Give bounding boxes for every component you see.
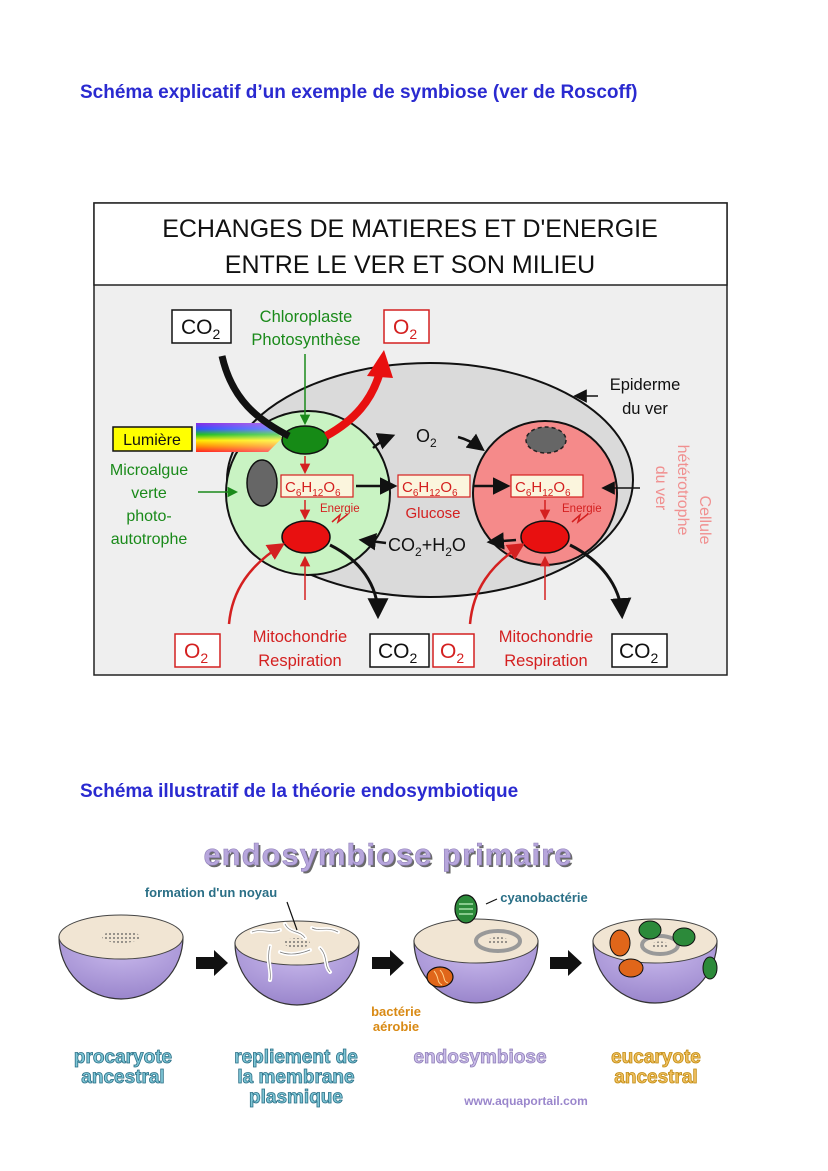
- svg-text:CO2: CO2: [619, 640, 659, 666]
- stage-eucaryote-cell: [592, 918, 718, 1004]
- title-box: [93, 202, 728, 286]
- formation-noyau-pointer: [286, 901, 298, 931]
- stage1-label-1: procaryote: [74, 1047, 172, 1068]
- energie-label-left: Energie: [320, 503, 360, 515]
- microalgue-label-1: Microalgue: [110, 462, 188, 479]
- svg-text:endosymbiose primaire: endosymbiose primaire: [205, 839, 574, 874]
- microalgue-label-3: photo-: [126, 508, 171, 525]
- o2-in-left-arrow: [227, 543, 285, 625]
- co2-box-bottom-left: CO2: [369, 633, 430, 668]
- cyanobacteria: [454, 894, 478, 924]
- svg-text:C6H12O6: C6H12O6: [515, 479, 571, 499]
- stage3-label: endosymbiose: [413, 1047, 546, 1068]
- o2-release-arrow: [324, 370, 384, 440]
- svg-text:CO2: CO2: [181, 316, 221, 342]
- epiderme-label-2: du ver: [622, 400, 668, 418]
- stage-repliement-cell: [234, 920, 360, 1006]
- energy-bolt-left: [331, 512, 349, 525]
- o2-box-bottom-left: O2: [174, 633, 221, 668]
- heterotroph-nucleus: [525, 426, 567, 454]
- epiderme-label-1: Epiderme: [610, 376, 681, 394]
- o2-box-bottom-middle: O2: [432, 633, 475, 668]
- cellule-label: Cellule: [696, 496, 713, 545]
- stage1-label-2: ancestral: [81, 1067, 164, 1088]
- energie-label-right: Energie: [562, 503, 602, 515]
- svg-text:du ver: du ver: [652, 466, 669, 511]
- glucose-label: Glucose: [405, 505, 460, 522]
- stage4-label-2: ancestral: [614, 1067, 697, 1088]
- respiration-label-left: Respiration: [258, 652, 341, 670]
- endosymbiosis-diagram: endosymbiose primaire endosymbiose prima…: [58, 837, 718, 1108]
- microalgue-label-4: autotrophe: [111, 531, 188, 548]
- stage-arrow-3: [550, 950, 582, 976]
- bacterie-label-2: aérobie: [373, 1019, 419, 1034]
- o2-in-right-arrow: [468, 543, 525, 625]
- glucose-box-left: C6H12O6: [280, 474, 354, 499]
- svg-text:O2: O2: [184, 640, 208, 666]
- stage2-label-1: repliement de: [234, 1047, 358, 1068]
- algae-nucleus: [246, 459, 278, 507]
- co2-h2o-label: CO2+H2O: [388, 535, 466, 559]
- cyanobacterie-label: cyanobactérie: [500, 890, 587, 905]
- co2-intake-arrow: [218, 355, 291, 440]
- stage2-label-3: plasmique: [249, 1087, 343, 1108]
- o2-transfer-arrow-b: [457, 433, 485, 452]
- svg-text:O2: O2: [440, 640, 464, 666]
- o2-transfer-arrow-a: [372, 433, 396, 450]
- mitochondria-left: [281, 520, 331, 554]
- stage4-label-1: eucaryote: [611, 1047, 701, 1068]
- endosymbiose-title: endosymbiose primaire: [203, 837, 572, 872]
- svg-text:O2: O2: [393, 316, 417, 342]
- stage2-label-2: la membrane: [237, 1067, 354, 1088]
- symbiose-diagram: ECHANGES DE MATIERES ET D'ENERGIE ENTRE …: [93, 202, 728, 676]
- glucose-box-right: C6H12O6: [510, 474, 584, 499]
- chloroplast: [281, 425, 329, 455]
- box-title-line1: ECHANGES DE MATIERES ET D'ENERGIE: [162, 215, 658, 243]
- lumiere-box: [112, 426, 193, 452]
- svg-text:CO2: CO2: [378, 640, 418, 666]
- aerobic-bacteria: [426, 966, 454, 988]
- energy-bolt-right: [571, 512, 589, 525]
- glucose-box-middle: C6H12O6: [397, 474, 471, 499]
- section-heading-endosymbiose: Schéma illustratif de la théorie endosym…: [80, 781, 519, 802]
- mitochondrie-label-right: Mitochondrie: [499, 628, 593, 646]
- respiration-label-right: Respiration: [504, 652, 587, 670]
- stage-endosymbiose-cell: [413, 918, 539, 1004]
- co2-out-left-arrow: [329, 543, 389, 620]
- photosynthese-label: Photosynthèse: [251, 331, 360, 349]
- lumiere-label: Lumière: [123, 432, 181, 449]
- box-title-line2: ENTRE LE VER ET SON MILIEU: [225, 251, 595, 279]
- co2-input-top: [171, 309, 232, 344]
- o2-output-top: [383, 309, 430, 344]
- mitochondrie-label-left: Mitochondrie: [253, 628, 347, 646]
- svg-text:hétérotrophe: hétérotrophe: [674, 445, 691, 536]
- o2-transfer-label: O2: [416, 426, 437, 450]
- formation-noyau-label: formation d'un noyau: [145, 885, 277, 900]
- stage-arrow-1: [196, 950, 228, 976]
- stage-procaryote-cell: [58, 914, 184, 1000]
- co2-h2o-arrow-in: [486, 532, 517, 550]
- mitochondria-right: [520, 520, 570, 554]
- chloroplaste-label: Chloroplaste: [260, 308, 353, 326]
- bacterie-label-1: bactérie: [371, 1004, 421, 1019]
- svg-text:C6H12O6: C6H12O6: [285, 479, 341, 499]
- microalgue-label-2: verte: [131, 485, 167, 502]
- co2-out-right-arrow: [569, 543, 632, 620]
- cyanobacterie-pointer: [485, 898, 498, 905]
- stage-arrow-2: [372, 950, 404, 976]
- co2-box-bottom-right: CO2: [611, 633, 668, 668]
- section-heading-symbiose: Schéma explicatif d’un exemple de symbio…: [80, 82, 638, 103]
- svg-text:C6H12O6: C6H12O6: [402, 479, 458, 499]
- svg-text:Cellule: Cellule: [696, 496, 713, 545]
- co2-h2o-arrow-out: [358, 533, 387, 551]
- website-label: www.aquaportail.com: [463, 1094, 588, 1108]
